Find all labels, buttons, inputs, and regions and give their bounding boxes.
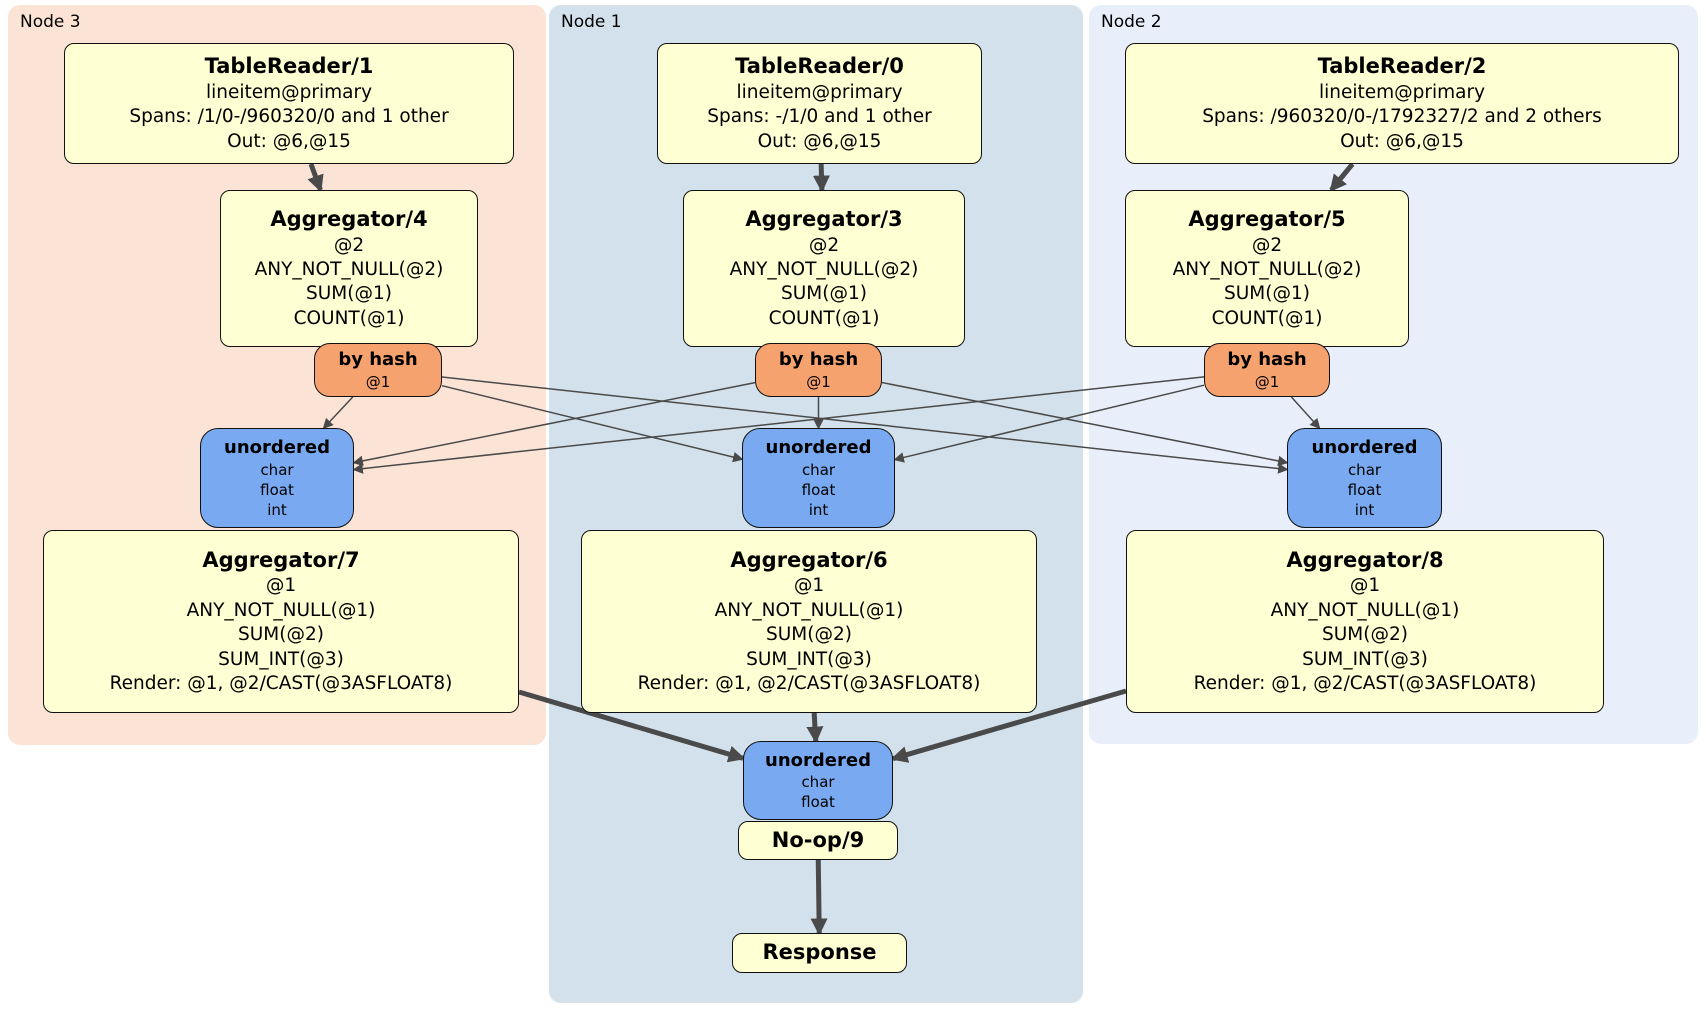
node-3-label: Node 3 [20,12,81,32]
no-op-9-title: No-op/9 [771,827,865,852]
aggregator-5-line-1: ANY_NOT_NULL(@2) [1172,258,1362,280]
sync-unordered-node2-line-2: int [1354,500,1375,519]
aggregator-6-line-3: SUM_INT(@3) [746,648,872,670]
tablereader-2-line-0: lineitem@primary [1318,81,1486,103]
sync-unordered-node2-line-0: char [1347,460,1382,479]
aggregator-8-line-3: SUM_INT(@3) [1302,648,1428,670]
tablereader-0-line-2: Out: @6,@15 [757,130,882,152]
tablereader-2-title: TableReader/2 [1317,54,1487,79]
aggregator-8-line-0: @1 [1349,575,1381,597]
tablereader-1-line-1: Spans: /1/0-/960320/0 and 1 other [129,106,449,128]
aggregator-3-line-2: SUM(@1) [781,283,867,305]
sync-unordered-node3-line-1: float [260,480,294,499]
sync-unordered-node3-line-0: char [260,460,294,479]
sync-unordered-node1-title: unordered [765,436,872,458]
sync-unordered-node1-line-1: float [801,480,836,499]
router-by-hash-node3-box: by hash@1 [314,343,442,397]
tablereader-2-line-1: Spans: /960320/0-/1792327/2 and 2 others [1202,106,1602,128]
tablereader-1-line-0: lineitem@primary [205,81,373,103]
aggregator-4-title: Aggregator/4 [270,206,428,231]
aggregator-7-line-1: ANY_NOT_NULL(@1) [186,599,376,621]
tablereader-1-line-2: Out: @6,@15 [227,130,351,152]
node-1-label: Node 1 [561,12,622,32]
router-by-hash-node1-line-0: @1 [806,372,831,391]
sync-unordered-node1-line-0: char [801,460,836,479]
aggregator-6-line-2: SUM(@2) [766,624,852,646]
aggregator-4-line-1: ANY_NOT_NULL(@2) [254,258,444,280]
sync-unordered-node3-title: unordered [224,436,330,458]
node-2-label: Node 2 [1101,12,1162,32]
aggregator-5-line-3: COUNT(@1) [1211,307,1323,329]
no-op-9-box: No-op/9 [738,821,898,860]
sync-unordered-node3-line-2: int [267,500,287,519]
router-by-hash-node2-title: by hash [1227,349,1307,371]
aggregator-5-title: Aggregator/5 [1188,206,1346,231]
tablereader-0-title: TableReader/0 [735,54,904,79]
aggregator-5-line-0: @2 [1251,234,1283,256]
aggregator-3-line-0: @2 [808,234,840,256]
aggregator-8-title: Aggregator/8 [1286,547,1444,572]
router-by-hash-node3-title: by hash [338,349,418,371]
aggregator-4-line-0: @2 [333,234,365,256]
tablereader-2-line-2: Out: @6,@15 [1340,130,1464,152]
aggregator-6-line-4: Render: @1, @2/CAST(@3ASFLOAT8) [637,672,981,694]
aggregator-7-title: Aggregator/7 [202,547,360,572]
router-by-hash-node1-box: by hash@1 [755,343,882,397]
sync-unordered-final-line-1: float [801,793,835,812]
sync-unordered-node2-title: unordered [1311,436,1418,458]
aggregator-4-line-3: COUNT(@1) [293,307,405,329]
aggregator-7-line-3: SUM_INT(@3) [218,648,344,670]
router-by-hash-node1-title: by hash [778,349,859,371]
aggregator-8-line-2: SUM(@2) [1322,624,1408,646]
aggregator-6-line-1: ANY_NOT_NULL(@1) [714,599,904,621]
router-by-hash-node2-box: by hash@1 [1204,343,1330,397]
sync-unordered-final-title: unordered [765,749,871,771]
aggregator-7-line-2: SUM(@2) [238,624,324,646]
aggregator-7-line-4: Render: @1, @2/CAST(@3ASFLOAT8) [109,672,453,694]
aggregator-6-line-0: @1 [793,575,825,597]
aggregator-8-line-4: Render: @1, @2/CAST(@3ASFLOAT8) [1193,672,1537,694]
tablereader-0-line-1: Spans: -/1/0 and 1 other [707,106,932,128]
tablereader-0-line-0: lineitem@primary [736,81,903,103]
tablereader-1-title: TableReader/1 [204,54,374,79]
aggregator-5-line-2: SUM(@1) [1224,283,1310,305]
sync-unordered-final-line-0: char [801,773,835,792]
sync-unordered-node2-line-1: float [1347,480,1382,499]
sync-unordered-node1-line-2: int [808,500,829,519]
aggregator-4-line-2: SUM(@1) [306,283,392,305]
response-title: Response [762,940,877,965]
router-by-hash-node3-line-0: @1 [365,372,391,391]
aggregator-8-line-1: ANY_NOT_NULL(@1) [1270,599,1460,621]
aggregator-3-line-1: ANY_NOT_NULL(@2) [729,258,919,280]
aggregator-6-title: Aggregator/6 [730,547,888,572]
aggregator-3-title: Aggregator/3 [745,206,903,231]
aggregator-3-line-3: COUNT(@1) [768,307,880,329]
response-box: Response [732,933,907,973]
router-by-hash-node2-line-0: @1 [1254,372,1280,391]
aggregator-7-line-0: @1 [265,575,297,597]
